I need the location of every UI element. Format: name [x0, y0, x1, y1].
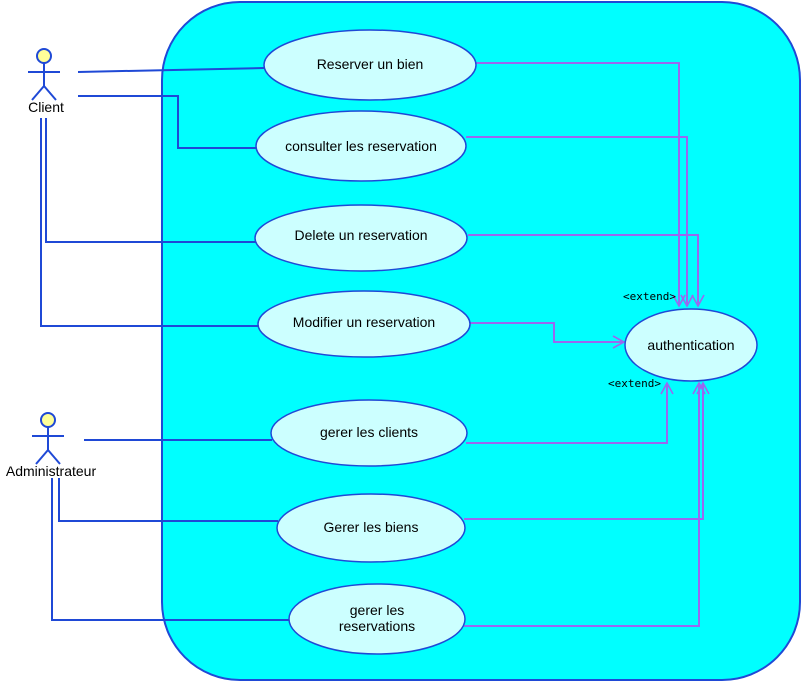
actor-administrateur-label: Administrateur: [6, 463, 97, 479]
use-case-modifier[interactable]: Modifier un reservation: [257, 290, 471, 358]
extend-stereotype-top: <extend>: [623, 290, 676, 303]
use-case-gerer-biens[interactable]: Gerer les biens: [276, 493, 466, 563]
use-case-consulter-label: consulter les reservation: [285, 138, 437, 154]
association-admin-gerer-reservations: [51, 478, 290, 621]
use-case-reserver[interactable]: Reserver un bien: [263, 29, 477, 101]
use-case-gerer-clients-label: gerer les clients: [320, 424, 418, 440]
extend-stereotype-bottom: <extend>: [608, 377, 661, 390]
actor-client-label: Client: [28, 99, 64, 115]
association-client-delete: [45, 118, 256, 243]
extend-gerer-reservations-authentication: [464, 381, 706, 627]
association-admin-gerer-biens: [58, 478, 278, 522]
extend-consulter-authentication: [466, 136, 694, 308]
use-case-gerer-biens-label: Gerer les biens: [324, 519, 419, 535]
use-case-delete-label: Delete un reservation: [294, 227, 427, 243]
use-case-gerer-reservations[interactable]: gerer les reservations: [288, 583, 466, 655]
actor-administrateur[interactable]: Administrateur: [6, 412, 97, 479]
use-case-gerer-reservations-label-line2: reservations: [339, 618, 415, 634]
use-case-delete[interactable]: Delete un reservation: [254, 204, 468, 272]
use-case-modifier-label: Modifier un reservation: [293, 314, 435, 330]
use-case-gerer-reservations-label-line1: gerer les: [350, 602, 404, 618]
extend-delete-authentication: [468, 234, 705, 308]
association-client-consulter: [78, 95, 256, 149]
stick-figure-icon: [28, 48, 60, 101]
extend-gerer-clients-authentication: [466, 381, 674, 444]
extend-reserver-authentication: [476, 62, 686, 308]
association-client-reserver: [77, 67, 265, 73]
use-case-authentication[interactable]: authentication: [624, 308, 758, 382]
use-case-consulter[interactable]: consulter les reservation: [255, 110, 467, 182]
stick-figure-icon: [32, 412, 64, 465]
use-case-authentication-label: authentication: [647, 337, 734, 353]
use-case-reserver-label: Reserver un bien: [317, 56, 424, 72]
extend-gerer-biens-authentication: [464, 381, 710, 520]
association-client-modifier: [40, 118, 258, 327]
use-case-gerer-clients[interactable]: gerer les clients: [270, 399, 468, 467]
extend-modifier-authentication: [470, 322, 626, 349]
actor-client[interactable]: Client: [28, 48, 64, 115]
